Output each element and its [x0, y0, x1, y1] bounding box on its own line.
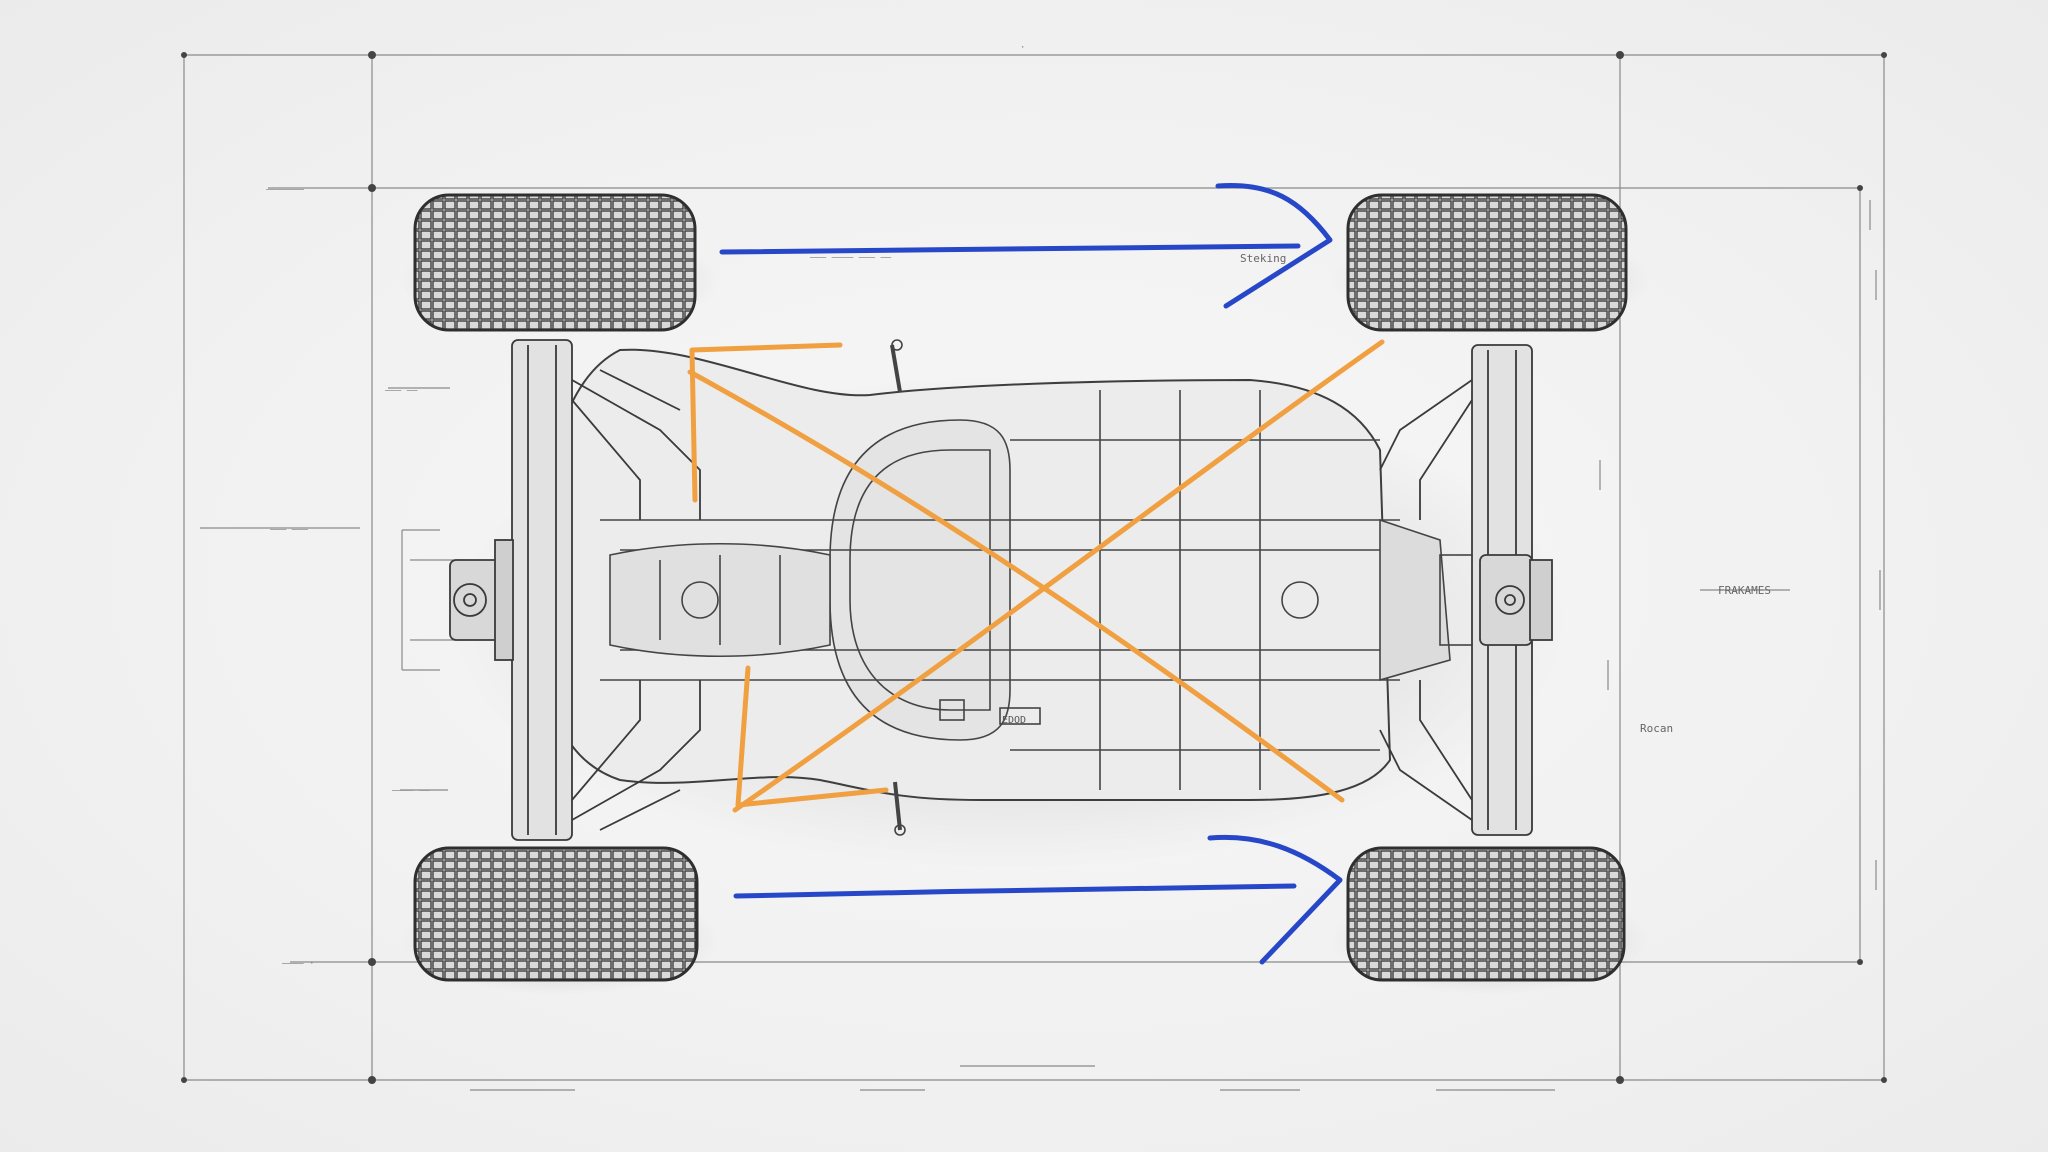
tire-front-right — [413, 846, 699, 982]
forward-arrows — [719, 182, 1343, 965]
svg-text:——— ——: ——— —— — [385, 386, 418, 396]
body-center-label: EDOD — [1002, 715, 1026, 726]
arrowhead-bottom-left — [735, 665, 889, 808]
svg-text:——— ———: ——— ——— — [270, 525, 309, 535]
svg-text:———— ——: ———— —— — [392, 786, 431, 796]
dimension-dots — [181, 51, 1887, 1084]
svg-text:———————: ——————— — [266, 185, 305, 195]
cross-arrows — [687, 339, 1385, 813]
right-lower-label: Rocan — [1640, 722, 1673, 735]
forward-arrow-top-shaft — [719, 243, 1301, 255]
svg-text:——— ———— ——— ——: ——— ———— ——— —— — [810, 253, 892, 263]
rear-suspension — [1379, 344, 1553, 836]
tire-front-left — [413, 193, 697, 332]
arrowhead-top-left — [689, 342, 843, 503]
forward-arrow-top-head — [1215, 182, 1333, 309]
tire-rear-right — [1346, 846, 1626, 982]
diagonal-arrow-bottom — [732, 339, 1385, 813]
diagonal-arrow-top — [687, 369, 1345, 803]
right-side-label: FRAKAMES — [1718, 584, 1771, 597]
forward-arrow-bottom-head — [1207, 834, 1343, 965]
svg-text:·: · — [1020, 43, 1025, 53]
front-suspension — [449, 339, 701, 841]
forward-arrow-bottom-shaft — [733, 883, 1297, 899]
svg-text:———— ·: ———— · — [282, 959, 315, 969]
dimension-captions: ——————— ——— —— ——— ——— ———— —— ———— · ——… — [266, 43, 1025, 969]
tire-rear-left — [1346, 193, 1628, 332]
top-arrow-label: Steking — [1240, 252, 1286, 265]
vehicle-chassis — [538, 339, 1481, 836]
